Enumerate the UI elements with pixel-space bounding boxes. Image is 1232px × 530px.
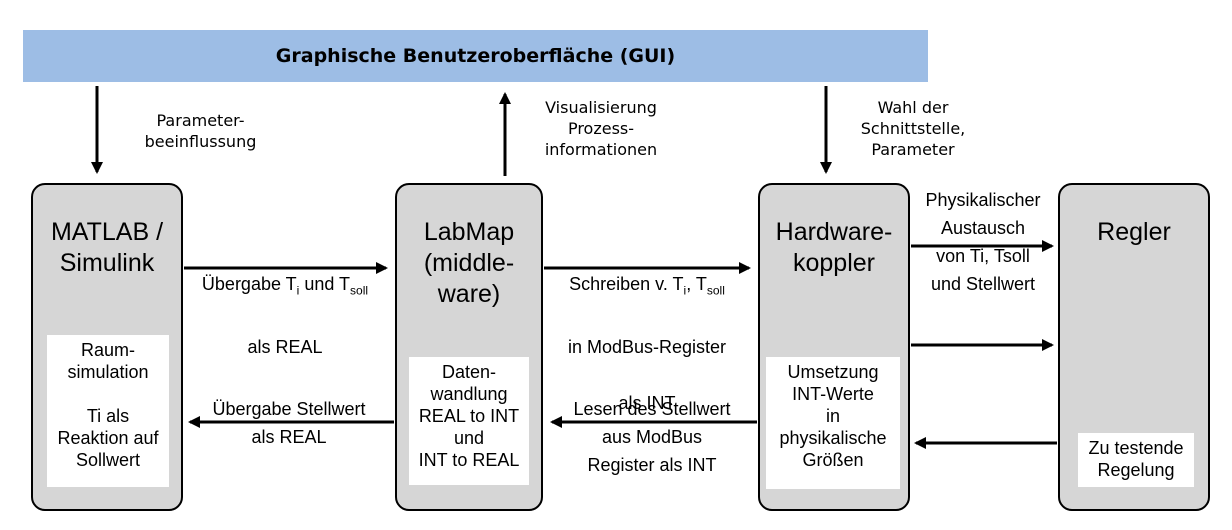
label-visualisierung: Visualisierung Prozess- informationen bbox=[544, 98, 658, 159]
label-wahl-schnittstelle: Wahl der Schnittstelle, Parameter bbox=[860, 98, 966, 159]
gui-title: Graphische Benutzeroberfläche (GUI) bbox=[275, 45, 676, 67]
label-uebergabe-ti-tsoll: Übergabe Ti und Tsoll als REAL bbox=[185, 242, 385, 389]
matlab-inner-note: Raum- simulation Ti als Reaktion auf Sol… bbox=[47, 335, 169, 487]
regler-inner-note: Zu testende Regelung bbox=[1078, 433, 1194, 487]
gui-bar: Graphische Benutzeroberfläche (GUI) bbox=[23, 30, 928, 82]
labmap-box-title: LabMap (middle- ware) bbox=[423, 218, 515, 308]
hardwarekoppler-box-title: Hardware- koppler bbox=[775, 218, 893, 277]
label-lesen-stellwert: Lesen des Stellwert aus ModBus Register … bbox=[573, 399, 731, 475]
label-schreiben-modbus: Schreiben v. Ti, Tsoll in ModBus-Registe… bbox=[543, 242, 751, 445]
label-parameterbeeinflussung: Parameter- beeinflussung bbox=[144, 111, 257, 151]
labmap-box: LabMap (middle- ware) Daten- wandlung RE… bbox=[395, 183, 543, 511]
hardwarekoppler-inner-note: Umsetzung INT-Werte in physikalische Grö… bbox=[766, 357, 900, 489]
matlab-box-title: MATLAB / Simulink bbox=[50, 218, 164, 277]
label-schreiben-line1: Schreiben v. Ti, Tsoll bbox=[569, 274, 725, 298]
label-uebergabe-line2: als REAL bbox=[247, 336, 323, 357]
label-physikalischer-austausch: Physikalischer Austausch von Ti, Tsoll u… bbox=[925, 190, 1041, 294]
label-uebergabe-line1: Übergabe Ti und Tsoll bbox=[201, 274, 369, 298]
hardwarekoppler-box: Hardware- koppler Umsetzung INT-Werte in… bbox=[758, 183, 910, 511]
label-uebergabe-stellwert: Übergabe Stellwert als REAL bbox=[212, 399, 366, 447]
label-schreiben-line2: in ModBus-Register bbox=[567, 336, 727, 357]
regler-box-title: Regler bbox=[1097, 218, 1171, 246]
regler-box: Regler Zu testende Regelung bbox=[1058, 183, 1210, 511]
matlab-simulink-box: MATLAB / Simulink Raum- simulation Ti al… bbox=[31, 183, 183, 511]
labmap-inner-note: Daten- wandlung REAL to INT und INT to R… bbox=[409, 357, 529, 485]
label-schreiben-line3: als INT bbox=[618, 392, 676, 413]
